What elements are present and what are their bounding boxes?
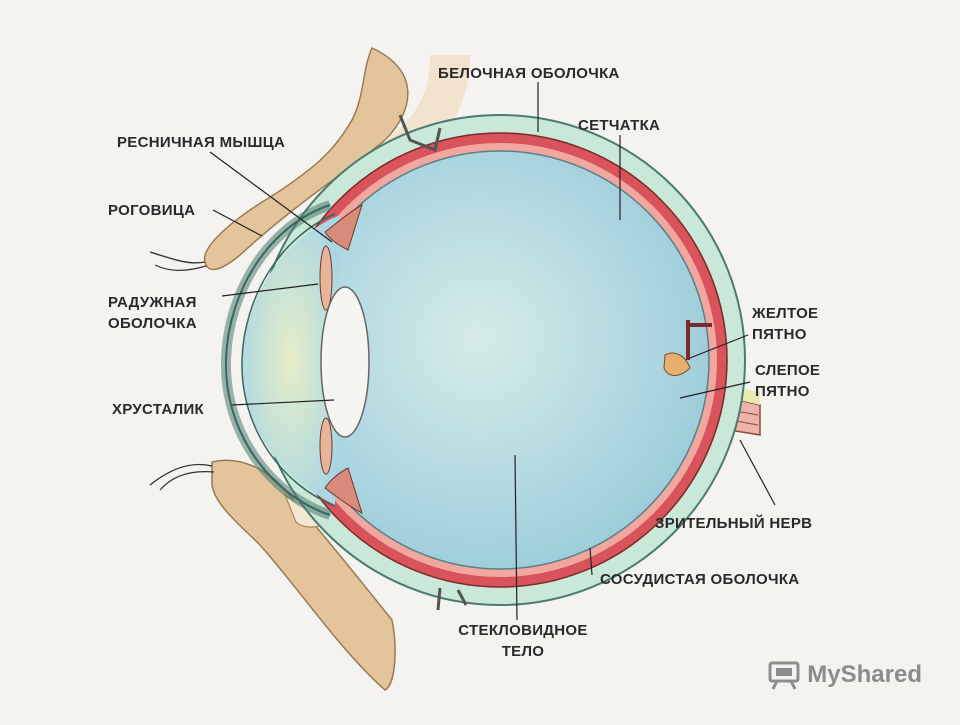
- label-blind-spot: СЛЕПОЕ ПЯТНО: [755, 362, 821, 400]
- cornea-outline: [224, 204, 331, 516]
- lower-eyelash-2: [159, 471, 215, 491]
- watermark: MyShared: [767, 660, 922, 690]
- vessel-macula: [686, 320, 712, 360]
- upper-eyelash: [149, 251, 206, 264]
- label-choroid: СОСУДИСТАЯ ОБОЛОЧКА: [600, 571, 800, 588]
- vessel-bottom: [436, 587, 468, 611]
- lower-eyelash: [149, 463, 213, 486]
- iris-top: [319, 245, 333, 311]
- iris-bottom: [319, 417, 333, 475]
- upper-eyelash-2: [154, 264, 207, 271]
- leader-lines: [209, 82, 776, 621]
- anterior-chamber: [241, 215, 340, 505]
- cornea-inner-outline: [241, 213, 336, 507]
- label-optic-nerve: ЗРИТЕЛЬНЫЙ НЕРВ: [655, 515, 813, 532]
- label-retina: СЕТЧАТКА: [578, 117, 661, 134]
- label-cornea: РОГОВИЦА: [108, 202, 196, 219]
- label-vitreous: СТЕКЛОВИДНОЕ ТЕЛО: [458, 622, 588, 660]
- ciliary-body-bottom: [324, 467, 363, 514]
- myshared-logo-icon: [768, 661, 800, 690]
- lens-shape: [320, 286, 370, 438]
- upper-eyelid: [203, 47, 409, 271]
- ciliary-body-top: [324, 204, 363, 251]
- label-sclera: БЕЛОЧНАЯ ОБОЛОЧКА: [438, 65, 620, 82]
- watermark-text: MyShared: [807, 661, 922, 688]
- label-iris: РАДУЖНАЯ ОБОЛОЧКА: [108, 294, 197, 332]
- macula-shape: [663, 352, 691, 376]
- label-macula: ЖЕЛТОЕ ПЯТНО: [752, 305, 819, 343]
- label-lens: ХРУСТАЛИК: [112, 401, 204, 418]
- vessel-top: [398, 114, 442, 153]
- label-ciliary-muscle: РЕСНИЧНАЯ МЫШЦА: [117, 134, 286, 151]
